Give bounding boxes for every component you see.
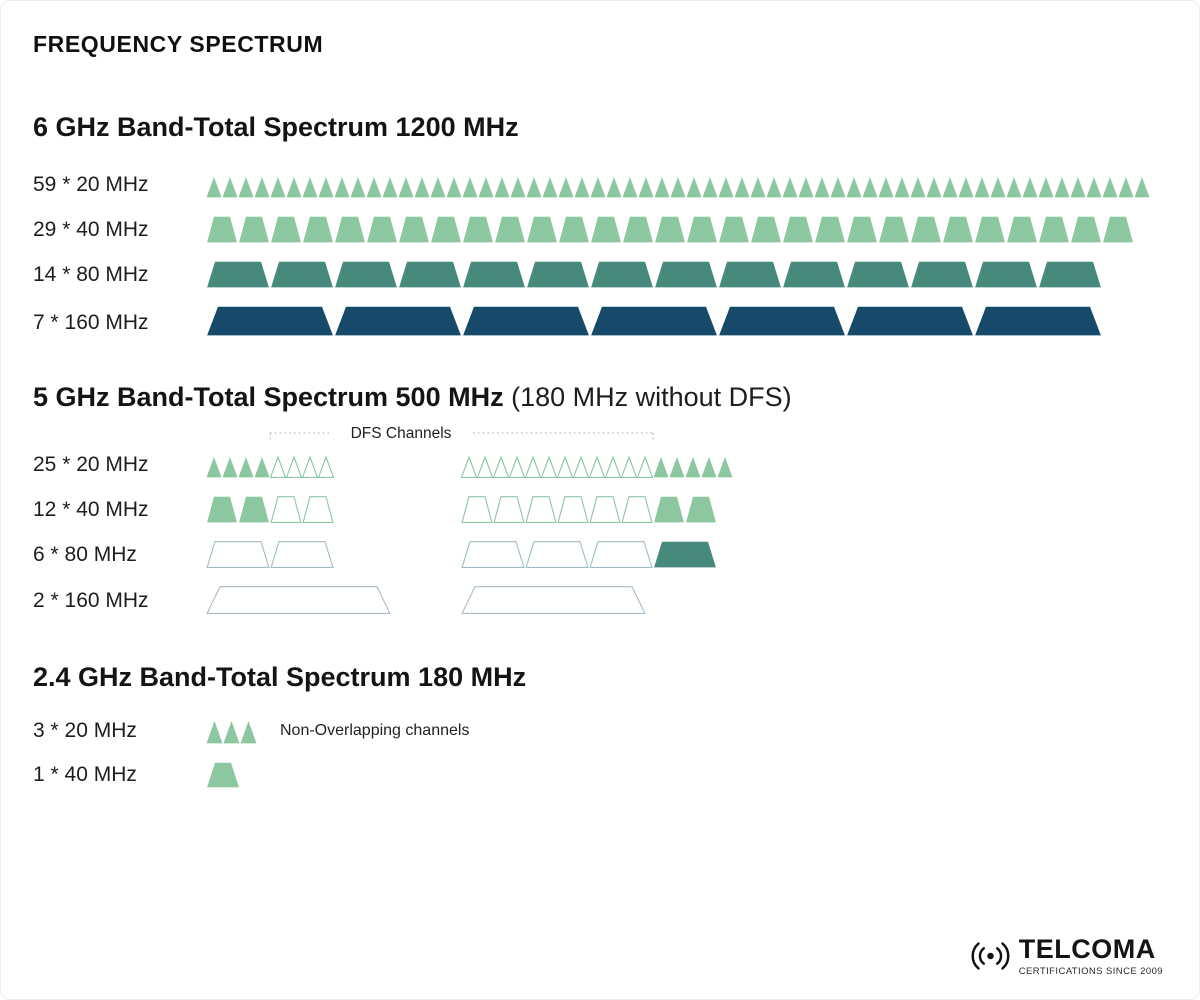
- channel-count-label: 6 * 80 MHz: [33, 543, 137, 567]
- spectrum-row-5ghz-160mhz: 2 * 160 MHz: [33, 586, 1167, 615]
- channel-count-label: 1 * 40 MHz: [33, 763, 137, 787]
- band-24ghz-title-text: 2.4 GHz Band-Total Spectrum 180 MHz: [33, 662, 527, 693]
- spectrum-row-5ghz-20mhz: 25 * 20 MHz: [33, 453, 1167, 479]
- broadcast-signal-icon: [967, 935, 1014, 977]
- band-6ghz-title-text: 6 GHz Band-Total Spectrum 1200 MHz: [33, 112, 519, 142]
- channel-count-label: 2 * 160 MHz: [33, 589, 149, 613]
- dfs-channels-annotation: DFS Channels: [206, 421, 1167, 445]
- channel-shapes-svg: [207, 762, 239, 788]
- channel-shapes-svg: [206, 721, 257, 744]
- logo-text: TELCOMA CERTIFICATIONS SINCE 2009: [1018, 933, 1163, 977]
- band-5ghz: 5 GHz Band-Total Spectrum 500 MHz (180 M…: [33, 380, 1167, 615]
- channel-shapes: [206, 216, 1135, 243]
- row-note: Non-Overlapping channels: [280, 722, 470, 740]
- logo-tagline: CERTIFICATIONS SINCE 2009: [1018, 965, 1163, 977]
- channel-count-label: 25 * 20 MHz: [33, 453, 149, 477]
- band-24ghz-title: 2.4 GHz Band-Total Spectrum 180 MHz: [33, 660, 1167, 695]
- spectrum-row-6ghz-40mhz: 29 * 40 MHz: [33, 216, 1167, 243]
- channel-shapes-svg: [206, 541, 716, 569]
- channel-shapes-svg: [207, 261, 1101, 288]
- channel-count-label: 29 * 40 MHz: [33, 218, 149, 242]
- spectrum-row-6ghz-20mhz: 59 * 20 MHz: [33, 173, 1167, 198]
- spectrum-row-24ghz-40mhz: 1 * 40 MHz: [33, 762, 1167, 788]
- channel-shapes: [206, 306, 1103, 336]
- svg-text:DFS Channels: DFS Channels: [351, 425, 452, 442]
- spectrum-row-24ghz-20mhz: 3 * 20 MHz Non-Overlapping channels: [33, 719, 1167, 744]
- band-6ghz: 6 GHz Band-Total Spectrum 1200 MHz 59 * …: [33, 110, 1167, 336]
- spectrum-row-6ghz-160mhz: 7 * 160 MHz: [33, 306, 1167, 336]
- channel-count-label: 14 * 80 MHz: [33, 263, 149, 287]
- channel-shapes: [206, 762, 241, 788]
- channel-count-label: 3 * 20 MHz: [33, 719, 137, 743]
- channel-shapes-svg: [206, 456, 733, 479]
- band-5ghz-rows: DFS Channels 25 * 20 MHz 12 * 40 MHz 6 * 80…: [33, 421, 1167, 615]
- band-6ghz-rows: 59 * 20 MHz 29 * 40 MHz 14 * 80 MHz 7 * 160…: [33, 173, 1167, 336]
- band-5ghz-title: 5 GHz Band-Total Spectrum 500 MHz (180 M…: [33, 380, 1167, 415]
- channel-shapes-svg: [206, 177, 1150, 198]
- channel-shapes: [206, 541, 718, 569]
- channel-count-label: 12 * 40 MHz: [33, 498, 149, 522]
- channel-shapes: [206, 720, 258, 744]
- band-5ghz-title-text: 5 GHz Band-Total Spectrum 500 MHz: [33, 382, 504, 413]
- telcoma-logo: TELCOMA CERTIFICATIONS SINCE 2009: [967, 935, 1163, 977]
- channel-shapes-svg: [207, 216, 1133, 243]
- channel-shapes: [206, 261, 1103, 288]
- channel-count-label: 59 * 20 MHz: [33, 173, 149, 197]
- spectrum-row-5ghz-40mhz: 12 * 40 MHz: [33, 496, 1167, 524]
- logo-name: TELCOMA: [1018, 933, 1156, 964]
- channel-shapes-svg: [207, 306, 1101, 336]
- channel-shapes: [206, 176, 1151, 198]
- channel-shapes-svg: [207, 496, 716, 524]
- spectrum-row-5ghz-80mhz: 6 * 80 MHz: [33, 541, 1167, 569]
- band-5ghz-title-suffix: (180 MHz without DFS): [503, 382, 792, 413]
- band-24ghz: 2.4 GHz Band-Total Spectrum 180 MHz 3 * …: [33, 660, 1167, 788]
- channel-shapes: [206, 496, 718, 524]
- channel-count-label: 7 * 160 MHz: [33, 311, 149, 335]
- channel-shapes: [206, 456, 734, 479]
- band-24ghz-rows: 3 * 20 MHz Non-Overlapping channels 1 * 40…: [33, 719, 1167, 788]
- dfs-bracket: DFS Channels: [269, 425, 654, 442]
- channel-shapes: [206, 586, 647, 615]
- page-title: FREQUENCY SPECTRUM: [33, 31, 324, 57]
- spectrum-row-6ghz-80mhz: 14 * 80 MHz: [33, 261, 1167, 288]
- band-6ghz-title: 6 GHz Band-Total Spectrum 1200 MHz: [33, 110, 1167, 145]
- channel-shapes-svg: [206, 586, 646, 615]
